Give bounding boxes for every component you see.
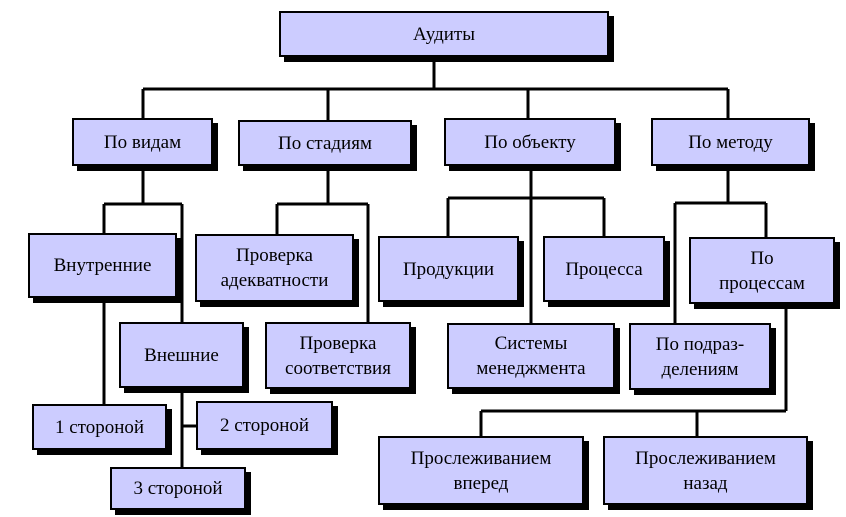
second-party-box: 2 стороной — [196, 401, 333, 450]
trace-forward-box: Прослеживанием вперед — [378, 436, 584, 505]
by-departments-box: По подраз- делениям — [629, 323, 771, 390]
category-by-type-box: По видам — [72, 118, 213, 166]
first-party-box: 1 стороной — [32, 404, 167, 450]
process-box: Процесса — [543, 236, 665, 302]
root-audits-box: Аудиты — [279, 11, 609, 57]
category-by-method-box: По методу — [651, 118, 810, 166]
compliance-check-box: Проверка соответствия — [265, 322, 411, 389]
external-audit-box: Внешние — [119, 322, 244, 388]
trace-backward-box: Прослеживанием назад — [603, 436, 808, 505]
category-by-object-box: По объекту — [444, 118, 616, 166]
adequacy-check-box: Проверка адекватности — [195, 234, 354, 302]
internal-audit-box: Внутренние — [28, 233, 177, 298]
management-systems-box: Системы менеджмента — [447, 323, 615, 389]
products-box: Продукции — [378, 236, 519, 302]
by-processes-box: По процессам — [689, 237, 835, 304]
category-by-stage-box: По стадиям — [238, 120, 412, 166]
third-party-box: 3 стороной — [110, 467, 246, 510]
